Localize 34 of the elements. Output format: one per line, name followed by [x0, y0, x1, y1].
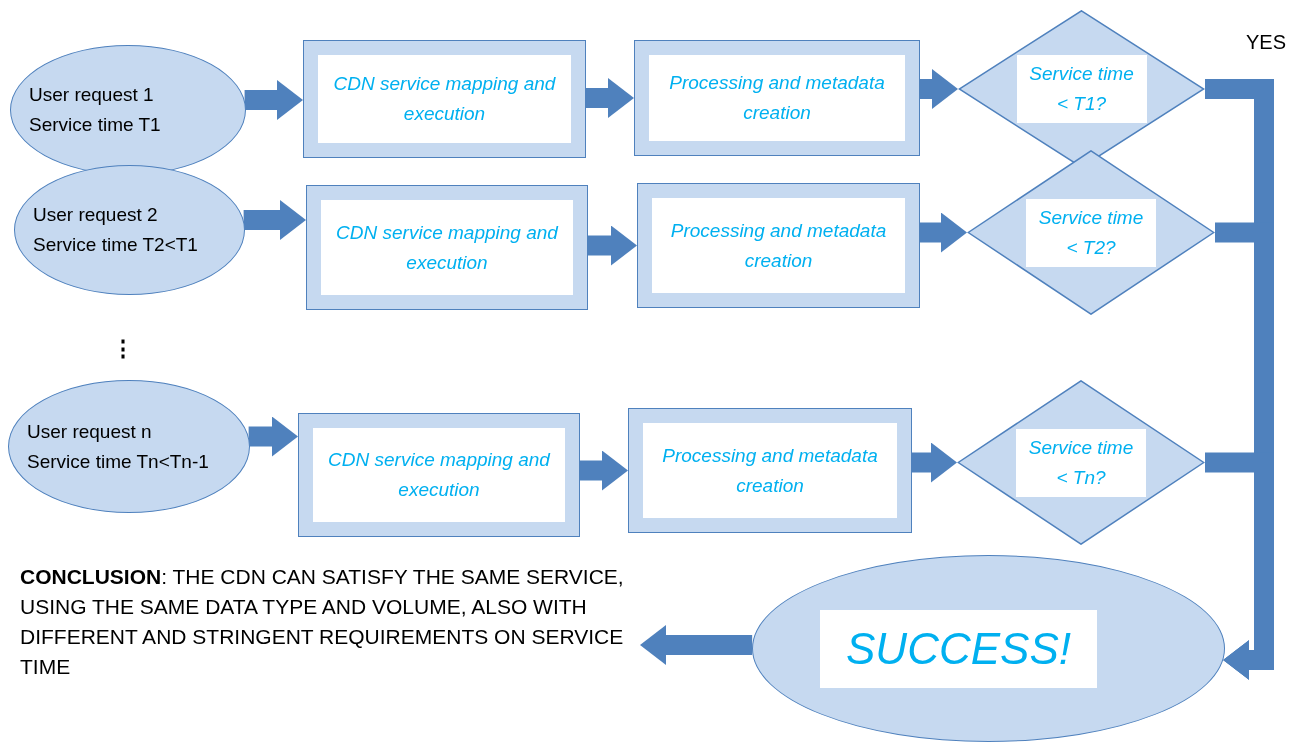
process-label: CDN service mapping and execution — [318, 55, 571, 143]
block-arrow — [912, 442, 957, 483]
block-arrow — [244, 80, 303, 120]
request-text: Service time Tn<Tn-1 — [27, 449, 209, 474]
request-text: Service time T2<T1 — [33, 233, 198, 257]
process-box — [298, 413, 580, 537]
conclusion-text: CONCLUSION: THE CDN CAN SATISFY THE SAME SERVICE, USING THE SAME DATA TYPE AND VOLUME, ALSO WITH DIFFERENT AND STRINGENT REQUIREMENTS ON SERVICE TIME — [20, 562, 640, 712]
result-label: SUCCESS! — [820, 609, 1097, 688]
process-label: CDN service mapping and execution — [321, 200, 573, 295]
block-arrow — [920, 212, 967, 253]
request-text: Service time T1 — [29, 113, 161, 137]
decision-label: Service time < Tn? — [1016, 428, 1146, 497]
block-arrow — [588, 225, 637, 266]
process-label: Processing and metadata creation — [652, 198, 905, 293]
process-box — [628, 408, 912, 533]
ellipsis-mark: ⋮ — [112, 336, 134, 362]
block-arrow — [640, 625, 753, 665]
block-arrow — [586, 78, 634, 118]
process-label: Processing and metadata creation — [643, 423, 897, 518]
block-arrow — [243, 200, 306, 240]
decision-label: Service time < T2? — [1026, 198, 1156, 267]
request-text: User request 1 — [29, 83, 154, 107]
process-box — [306, 185, 588, 310]
request-text: User request 2 — [33, 203, 158, 227]
process-label: CDN service mapping and execution — [313, 428, 565, 522]
process-label: Processing and metadata creation — [649, 55, 905, 141]
block-arrow — [248, 416, 298, 457]
process-box — [637, 183, 920, 308]
process-box — [634, 40, 920, 156]
decision-label: Service time < T1? — [1016, 55, 1147, 123]
block-arrow — [920, 69, 958, 109]
request-text: User request n — [27, 419, 152, 444]
process-box — [303, 40, 586, 158]
block-arrow — [580, 450, 628, 491]
